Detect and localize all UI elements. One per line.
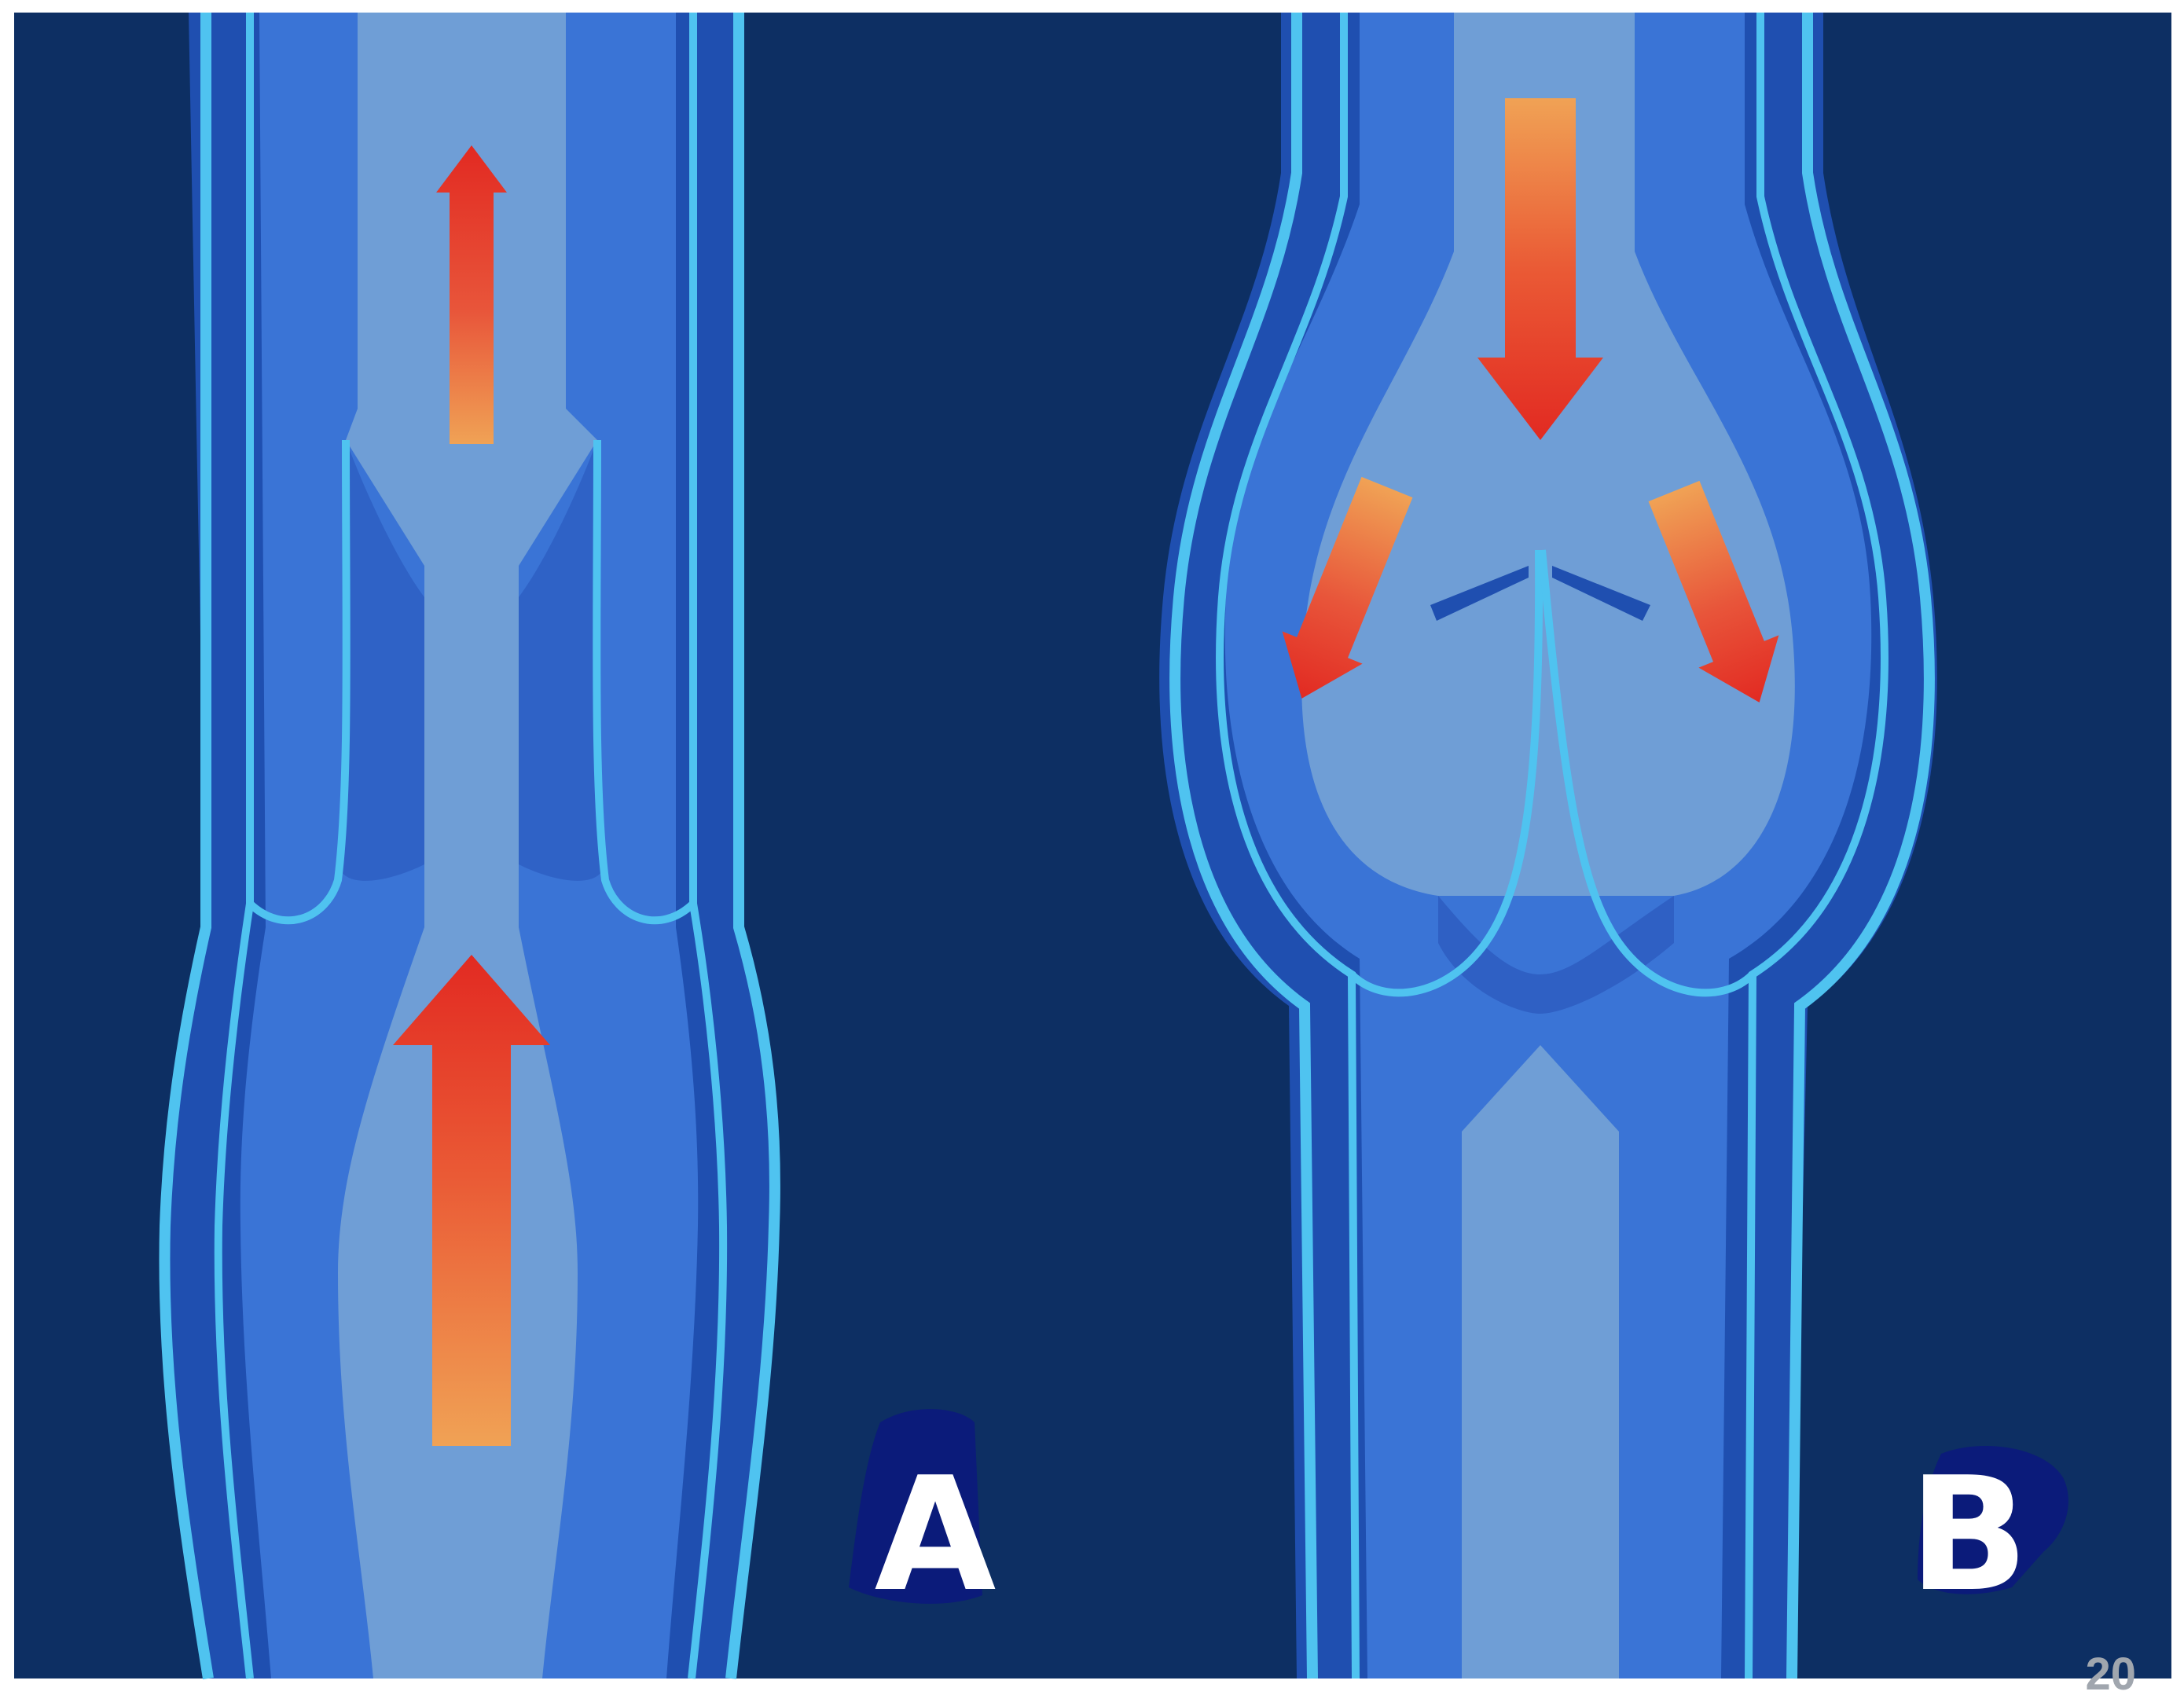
- panel-a-letter: A: [875, 1444, 997, 1627]
- panel-b-vein-lumen-lower: [1462, 1045, 1619, 1678]
- page-number: 20: [2085, 1649, 2136, 1695]
- panel-b-letter: B: [1909, 1444, 2028, 1627]
- panel-a-vein: [164, 13, 774, 1678]
